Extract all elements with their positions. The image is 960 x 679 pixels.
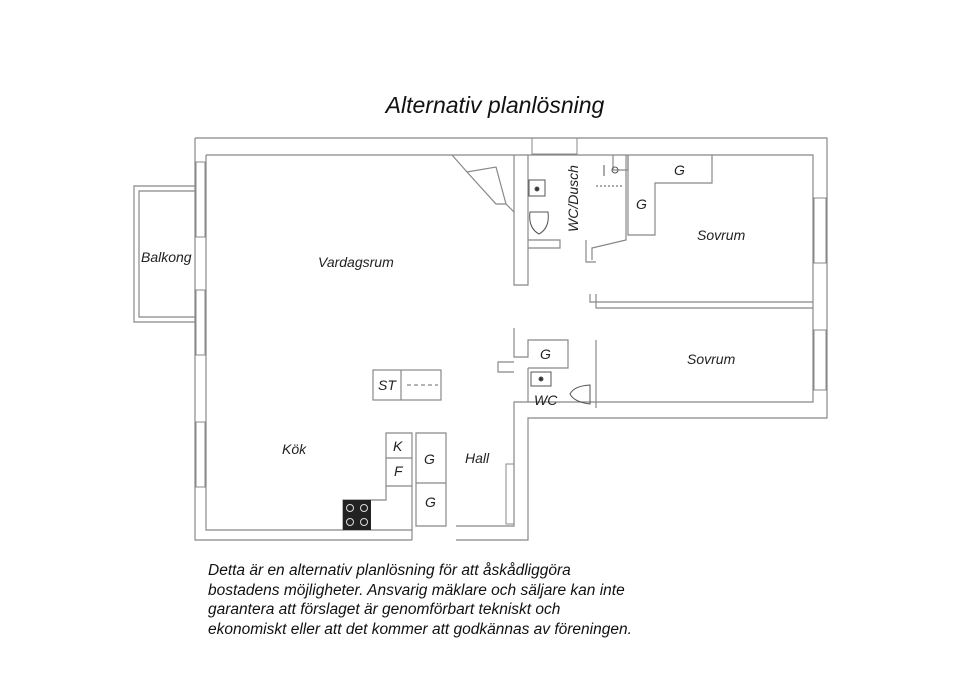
disclaimer-text: Detta är en alternativ planlösning för a… [208, 561, 728, 639]
balcony-outline [133, 185, 195, 323]
hall-label: Hall [465, 450, 490, 466]
outer-walls [194, 137, 828, 541]
sink-icon [528, 179, 546, 197]
windows-left [195, 161, 206, 488]
disclaimer-line: Detta är en alternativ planlösning för a… [208, 562, 571, 579]
balcony-label: Balkong [141, 249, 192, 265]
stove-icon [343, 500, 371, 530]
storage-label: ST [378, 377, 397, 393]
disclaimer-line: garantera att förslaget är genomförbart … [208, 601, 561, 618]
wardrobe-label: G [674, 162, 685, 178]
wc-sink-icon [530, 371, 552, 387]
wardrobe-label: G [424, 451, 435, 467]
wardrobe-label: G [636, 196, 647, 212]
fridge-label: K [393, 438, 403, 454]
page-title: Alternativ planlösning [385, 92, 605, 118]
living-room-label: Vardagsrum [318, 254, 394, 270]
wardrobe-label: G [540, 346, 551, 362]
wc-label: WC [534, 392, 558, 408]
hall-storage [505, 463, 515, 525]
disclaimer-line: bostadens möjligheter. Ansvarig mäklare … [208, 581, 625, 599]
windows-right [813, 197, 827, 391]
wc-toilet-icon [569, 384, 591, 405]
wc-shower-label: WC/Dusch [565, 165, 581, 232]
bedroom-2-label: Sovrum [687, 351, 736, 367]
wardrobe-label: G [425, 494, 436, 510]
kitchen-label: Kök [282, 441, 307, 457]
window-top [531, 137, 578, 155]
interior-walls [342, 155, 813, 540]
shower-icon [596, 165, 622, 187]
freezer-label: F [394, 463, 404, 479]
disclaimer-line: ekonomiskt eller att det kommer att godk… [208, 620, 632, 638]
chimney [451, 154, 515, 213]
toilet-icon [529, 211, 549, 235]
bedroom-1-label: Sovrum [697, 227, 746, 243]
storage-unit [372, 369, 442, 401]
